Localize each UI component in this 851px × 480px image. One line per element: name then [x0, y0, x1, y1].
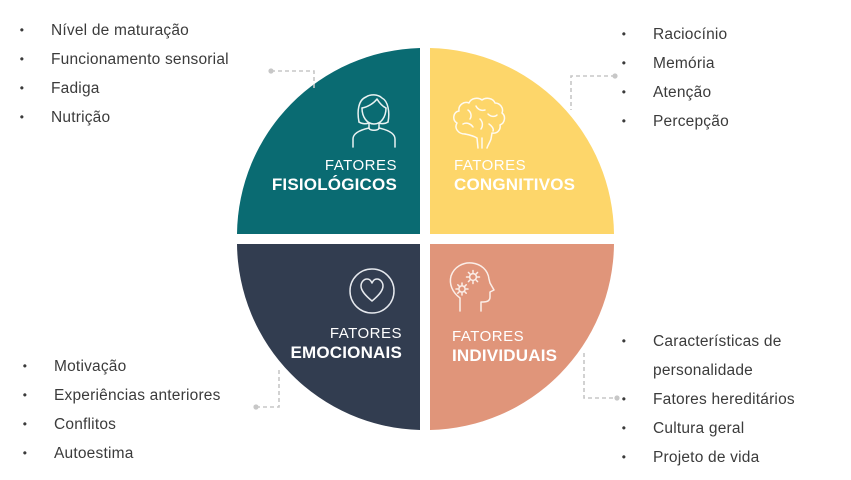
list-item-text: Atenção — [653, 84, 712, 101]
quadrant-fisiologicos — [237, 48, 420, 234]
list-item-text: Nutrição — [51, 109, 111, 126]
list-cognitivos: • Raciocínio • Memória • Atenção • Percepção — [619, 20, 729, 136]
list-item: • Percepção — [619, 107, 729, 136]
list-item: • Conflitos — [20, 410, 221, 439]
connector-individuais — [583, 353, 620, 401]
list-item-text: Cultura geral — [653, 420, 745, 437]
bullet-icon: • — [22, 388, 28, 402]
list-item: • Fatores hereditários — [619, 385, 795, 414]
bullet-icon: • — [19, 110, 25, 124]
label-emocionais-small: FATORES — [329, 325, 402, 342]
list-item-text: Percepção — [653, 113, 729, 130]
bullet-icon: • — [22, 417, 28, 431]
list-fisiologicos: • Nível de maturação • Funcionamento senso… — [17, 16, 229, 132]
bullet-icon: • — [621, 450, 627, 464]
list-item: • Cultura geral — [619, 414, 795, 443]
list-item-text: Motivação — [54, 358, 127, 375]
bullet-icon: • — [22, 446, 28, 460]
list-item-continuation: personalidade — [619, 356, 795, 385]
list-emocionais: • Motivação • Experiências anteriores • Con… — [20, 352, 221, 468]
label-cognitivos-big: CONGNITIVOS — [454, 175, 576, 194]
list-item: • Autoestima — [20, 439, 221, 468]
list-item-text: Características de — [653, 333, 782, 350]
connector-fisiologicos — [268, 68, 315, 88]
bullet-icon: • — [621, 27, 627, 41]
list-item-text: Fatores hereditários — [653, 391, 795, 408]
list-item-text: Memória — [653, 55, 715, 72]
label-cognitivos-small: FATORES — [454, 157, 527, 174]
list-item-text: Fadiga — [51, 80, 100, 97]
label-fisiologicos-big: FISIOLÓGICOS — [271, 175, 397, 194]
bullet-icon: • — [19, 23, 25, 37]
list-item-text: Nível de maturação — [51, 22, 189, 39]
bullet-icon: • — [19, 81, 25, 95]
list-item-text: Projeto de vida — [653, 449, 760, 466]
list-item-text: Raciocínio — [653, 26, 728, 43]
label-individuais-small: FATORES — [452, 328, 525, 345]
quadrant-cognitivos — [430, 48, 614, 234]
label-individuais-big: INDIVIDUAIS — [452, 346, 558, 365]
label-fisiologicos: FATORES FISIOLÓGICOS — [272, 157, 397, 195]
list-item-text: Conflitos — [54, 416, 117, 433]
list-item-text: Funcionamento sensorial — [51, 51, 229, 68]
list-item-text: Experiências anteriores — [54, 387, 221, 404]
bullet-icon: • — [621, 334, 627, 348]
list-item-text: personalidade — [653, 362, 753, 379]
list-item: • Características de — [619, 327, 795, 356]
bullet-icon: • — [621, 56, 627, 70]
label-emocionais-big: EMOCIONAIS — [290, 343, 402, 362]
list-item: • Raciocínio — [619, 20, 729, 49]
bullet-icon: • — [22, 359, 28, 373]
label-individuais: FATORES INDIVIDUAIS — [452, 328, 557, 366]
label-fisiologicos-small: FATORES — [324, 157, 397, 174]
list-item: • Projeto de vida — [619, 443, 795, 472]
bullet-icon: • — [621, 392, 627, 406]
brain-icon — [453, 97, 506, 149]
bullet-icon: • — [621, 421, 627, 435]
label-emocionais: FATORES EMOCIONAIS — [290, 325, 402, 363]
list-item: • Nutrição — [17, 103, 229, 132]
quadrant-individuais — [430, 244, 614, 430]
list-item: • Nível de maturação — [17, 16, 229, 45]
connector-emocionais — [253, 367, 280, 410]
heart-circle-icon — [349, 268, 395, 314]
list-item: • Experiências anteriores — [20, 381, 221, 410]
bullet-icon: • — [621, 85, 627, 99]
head-gears-icon — [449, 262, 495, 312]
list-item-text: Autoestima — [54, 445, 134, 462]
list-item: • Motivação — [20, 352, 221, 381]
list-item: • Funcionamento sensorial — [17, 45, 229, 74]
list-item: • Memória — [619, 49, 729, 78]
quadrant-emocionais — [237, 244, 420, 430]
label-cognitivos: FATORES CONGNITIVOS — [454, 157, 575, 195]
list-item: • Atenção — [619, 78, 729, 107]
list-individuais: • Características de personalidade • Fator… — [619, 327, 795, 472]
woman-avatar-icon — [352, 94, 396, 148]
bullet-icon: • — [19, 52, 25, 66]
connector-cognitivos — [570, 73, 618, 110]
list-item: • Fadiga — [17, 74, 229, 103]
bullet-icon: • — [621, 114, 627, 128]
